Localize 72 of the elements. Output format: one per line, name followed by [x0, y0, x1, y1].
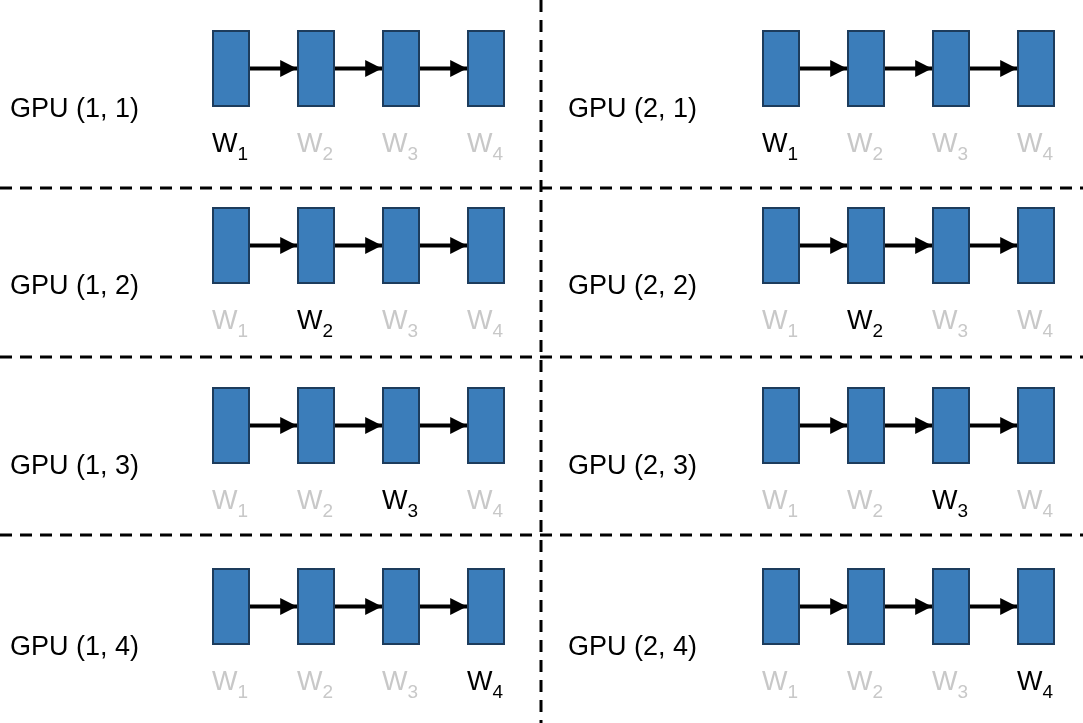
gpu-label: GPU (1, 4): [10, 630, 140, 662]
weight-label: W$_{4}$: [467, 665, 504, 697]
arrow: [885, 598, 932, 615]
layer-box: [847, 568, 885, 645]
arrow: [420, 598, 467, 615]
layer-box: [382, 207, 420, 284]
weight-label: W$_{1}$: [762, 127, 799, 159]
arrow: [970, 598, 1017, 615]
layer-box: [212, 30, 250, 107]
layer-box: [1017, 387, 1055, 464]
arrow: [970, 60, 1017, 77]
layer-box: [212, 387, 250, 464]
arrow: [250, 417, 297, 434]
layer-box: [847, 30, 885, 107]
layer-box: [467, 387, 505, 464]
layer-box: [297, 30, 335, 107]
arrow: [970, 237, 1017, 254]
layer-box: [382, 387, 420, 464]
arrow: [420, 237, 467, 254]
arrow: [800, 598, 847, 615]
arrow: [885, 60, 932, 77]
layer-box: [212, 207, 250, 284]
gpu-label: GPU (2, 3): [568, 449, 698, 481]
layer-box: [467, 568, 505, 645]
gpu-label: GPU (2, 2): [568, 269, 698, 301]
arrow: [800, 60, 847, 77]
layer-box: [762, 568, 800, 645]
layer-box: [932, 568, 970, 645]
layer-box: [932, 207, 970, 284]
layer-box: [932, 30, 970, 107]
arrow: [420, 60, 467, 77]
layer-box: [297, 568, 335, 645]
arrow: [250, 237, 297, 254]
gpu-label: GPU (2, 1): [568, 92, 698, 124]
arrow: [885, 417, 932, 434]
arrow: [885, 237, 932, 254]
weight-label: W$_{3}$: [382, 484, 419, 516]
weight-label: W$_{1}$: [212, 127, 249, 159]
layer-box: [1017, 30, 1055, 107]
weight-label: W$_{4}$: [1017, 665, 1054, 697]
gpu-label: GPU (1, 2): [10, 269, 140, 301]
gpu-label: GPU (2, 4): [568, 630, 698, 662]
arrow: [970, 417, 1017, 434]
layer-box: [1017, 568, 1055, 645]
layer-box: [1017, 207, 1055, 284]
arrow: [250, 60, 297, 77]
layer-box: [467, 207, 505, 284]
layer-box: [932, 387, 970, 464]
arrow: [420, 417, 467, 434]
layer-box: [762, 387, 800, 464]
weight-label: W$_{2}$: [847, 304, 884, 336]
arrow: [335, 598, 382, 615]
layer-box: [212, 568, 250, 645]
arrow: [335, 60, 382, 77]
arrow: [800, 237, 847, 254]
layer-box: [467, 30, 505, 107]
layer-box: [297, 207, 335, 284]
gpu-label: GPU (1, 3): [10, 449, 140, 481]
layer-box: [297, 387, 335, 464]
layer-box: [382, 568, 420, 645]
layer-box: [762, 207, 800, 284]
weight-label: W$_{2}$: [297, 304, 334, 336]
arrow: [335, 417, 382, 434]
layer-box: [847, 207, 885, 284]
arrow: [250, 598, 297, 615]
arrow: [800, 417, 847, 434]
weight-label: W$_{3}$: [932, 484, 969, 516]
layer-box: [847, 387, 885, 464]
arrow: [335, 237, 382, 254]
layer-box: [382, 30, 420, 107]
gpu-label: GPU (1, 1): [10, 92, 140, 124]
layer-box: [762, 30, 800, 107]
